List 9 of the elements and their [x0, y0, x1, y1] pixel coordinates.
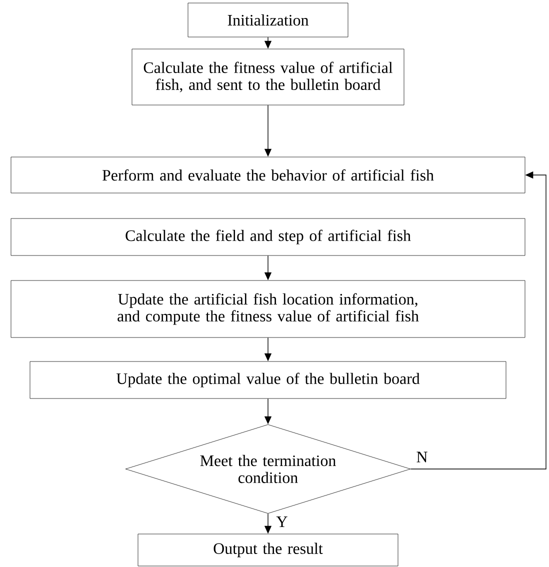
- process-box: Calculate the field and step of artificial fish: [10, 218, 526, 256]
- edge-label: Y: [275, 516, 289, 528]
- process-box: Initialization: [188, 2, 348, 38]
- process-box: Update the optimal value of the bulletin board: [30, 361, 506, 399]
- edge-label: N: [415, 450, 429, 464]
- process-box: Update the artificial fish location information, and compute the fitness value of artificial fish: [10, 280, 526, 338]
- process-box: Perform and evaluate the behavior of artificial fish: [10, 156, 526, 194]
- process-box: Calculate the fitness value of artificial fish, and sent to the bulletin board: [132, 48, 404, 106]
- process-box: Output the result: [138, 534, 398, 566]
